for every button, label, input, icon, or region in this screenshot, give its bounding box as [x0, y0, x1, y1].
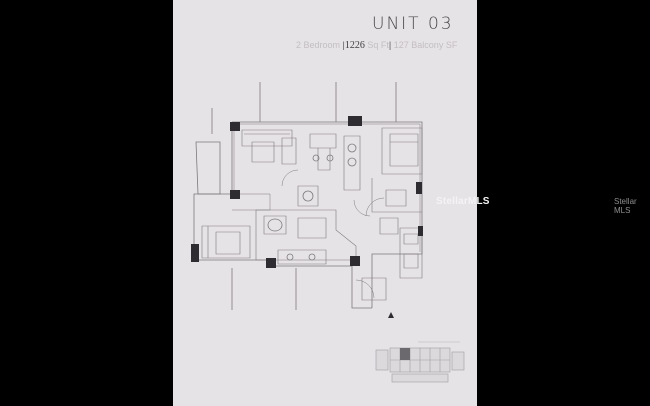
mls-watermark: StellarMLS	[436, 196, 490, 207]
building-key-map	[375, 341, 465, 383]
stats-separator: |	[342, 40, 345, 50]
floor-plan-sheet	[173, 0, 477, 406]
floor-plan-drawing	[191, 82, 423, 318]
bedrooms-text: 2 Bedroom	[296, 40, 341, 50]
mls-credit: Stellar MLS	[614, 197, 637, 215]
sqft-unit: Sq Ft	[367, 40, 389, 50]
unit-title: UNIT 03	[372, 14, 454, 34]
unit-stats: 2 Bedroom |1226 Sq Ft| 127 Balcony SF	[296, 40, 466, 52]
sqft-number: 1226	[344, 40, 365, 51]
stats-separator-2: |	[388, 40, 392, 50]
balcony-text: 127 Balcony SF	[393, 40, 458, 50]
